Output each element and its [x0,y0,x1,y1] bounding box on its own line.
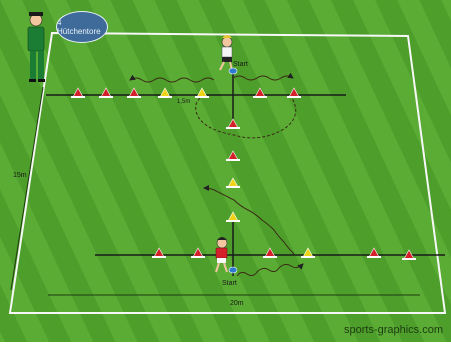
width-label: 20m [230,300,244,307]
cone-red-12 [402,249,416,260]
dribble-path-bottom-right [236,263,304,277]
cone-red-4 [253,87,267,98]
cone-yellow-5 [301,247,315,258]
cone-red-11 [367,247,381,258]
dribble-path-top-left [129,74,215,83]
start-label-bottom: Start [222,280,237,287]
player-top-icon [219,35,233,71]
cone-red-10 [263,247,277,258]
cone-yellow-4 [226,211,240,222]
cone-red-1 [71,87,85,98]
dribble-path-top-right [232,72,294,81]
cone-red-2 [99,87,113,98]
cone-red-5 [287,87,301,98]
start-label-top: Start [233,61,248,68]
ball-icon [228,67,238,75]
cone-red-8 [152,247,166,258]
title-text: 4 Hütchentore [57,18,101,36]
gap-label: 1,5m [177,99,190,105]
loop-path-top [195,94,297,139]
cone-yellow-3 [226,177,240,188]
cone-yellow-1 [158,87,172,98]
ball-icon [228,266,238,274]
cone-red-3 [127,87,141,98]
cone-red-6 [226,118,240,129]
cone-red-9 [191,247,205,258]
title-badge: 4 Hütchentore [56,11,108,43]
cone-red-7 [226,150,240,161]
field-boundary [8,31,447,314]
dribble-path-bottom-up [203,185,295,255]
length-label: 15m [13,172,27,179]
player-bottom-icon [215,237,228,273]
length-measure-line [10,86,44,291]
cone-yellow-2 [195,87,209,98]
watermark: sports-graphics.com [343,324,443,336]
coach-icon [27,12,45,82]
